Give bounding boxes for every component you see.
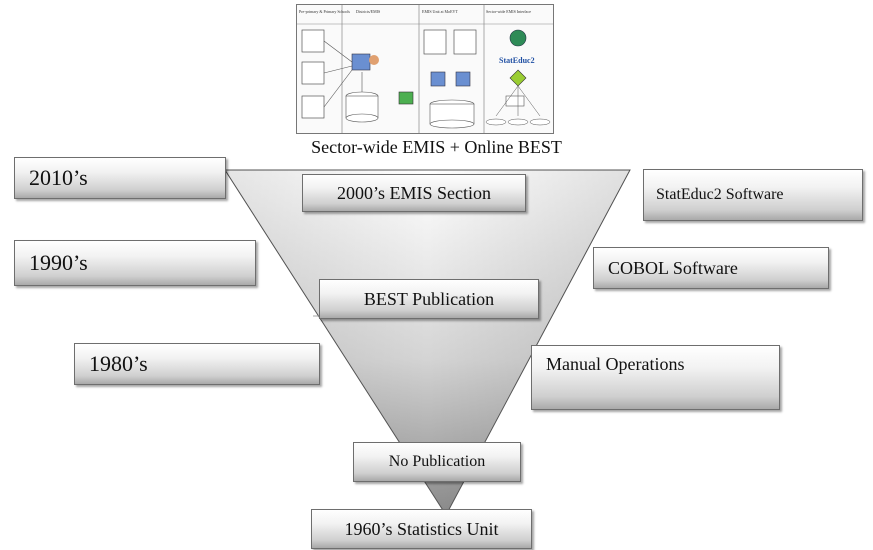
decade-1990s: 1990’s	[14, 240, 256, 286]
emis-flow-thumbnail: Pre-primary & Primary Schools Districts/…	[296, 4, 554, 134]
thumb-column-1: Pre-primary & Primary Schools	[299, 9, 350, 14]
tool-manual-operations: Manual Operations	[531, 345, 780, 410]
thumb-logo: StatEduc2	[499, 56, 535, 65]
thumb-column-3: EMIS Unit at MoEVT	[422, 9, 458, 14]
decade-1980s: 1980’s	[74, 343, 320, 385]
level-emis-section: 2000’s EMIS Section	[302, 174, 526, 212]
tool-stateduc2-software: StatEduc2 Software	[643, 169, 863, 221]
level-statistics-unit: 1960’s Statistics Unit	[311, 509, 532, 549]
decade-2010s: 2010’s	[14, 157, 226, 199]
thumb-column-2: Districts/EMIS	[356, 9, 380, 14]
tool-cobol-software: COBOL Software	[593, 247, 829, 289]
level-no-publication: No Publication	[353, 442, 521, 482]
level-best-publication: BEST Publication	[319, 279, 539, 319]
thumb-column-4: Sector-wide EMIS Interface	[486, 9, 531, 14]
diagram-caption: Sector-wide EMIS + Online BEST	[311, 137, 562, 157]
